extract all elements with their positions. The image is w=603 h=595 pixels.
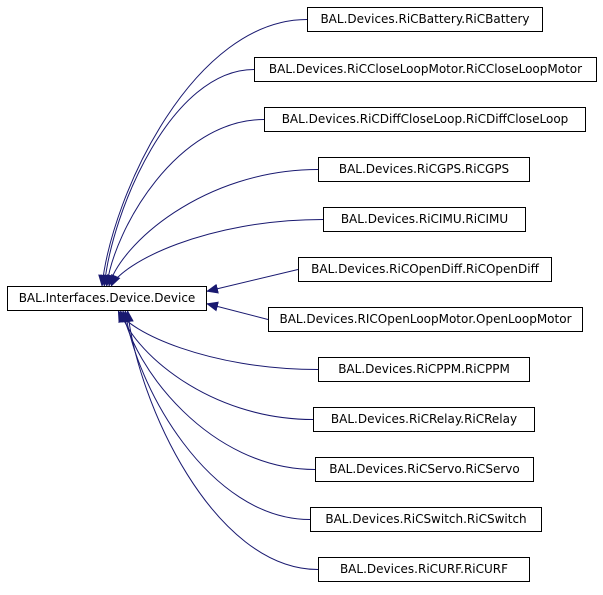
derived-class-node[interactable]: BAL.Devices.RiCRelay.RiCRelay: [313, 407, 535, 432]
derived-class-node[interactable]: BAL.Devices.RiCDiffCloseLoop.RiCDiffClos…: [264, 107, 586, 132]
inheritance-arrow: [98, 19, 308, 287]
derived-class-node[interactable]: BAL.Devices.RiCOpenDiff.RiCOpenDiff: [298, 257, 552, 282]
derived-class-node[interactable]: BAL.Devices.RiCGPS.RiCGPS: [318, 157, 530, 182]
derived-class-node[interactable]: BAL.Devices.RiCURF.RiCURF: [318, 557, 530, 582]
derived-class-node[interactable]: BAL.Devices.RiCPPM.RiCPPM: [318, 357, 530, 382]
derived-class-node[interactable]: BAL.Devices.RiCSwitch.RiCSwitch: [310, 507, 542, 532]
derived-class-label: BAL.Devices.RiCServo.RiCServo: [329, 462, 520, 476]
inheritance-arrow: [206, 301, 269, 320]
derived-class-node[interactable]: BAL.Devices.RiCServo.RiCServo: [315, 457, 534, 482]
inheritance-arrow: [121, 310, 311, 520]
derived-class-label: BAL.Devices.RiCRelay.RiCRelay: [330, 412, 518, 426]
derived-class-label: BAL.Devices.RiCURF.RiCURF: [339, 562, 509, 576]
derived-class-label: BAL.Devices.RiCIMU.RiCIMU: [340, 212, 509, 226]
base-class-label: BAL.Interfaces.Device.Device: [18, 291, 196, 305]
derived-class-label: BAL.Devices.RiCPPM.RiCPPM: [338, 362, 510, 376]
derived-class-label: BAL.Devices.RiCGPS.RiCGPS: [338, 162, 510, 176]
derived-class-node[interactable]: BAL.Devices.RICOpenLoopMotor.OpenLoopMot…: [268, 307, 583, 332]
base-class-node[interactable]: BAL.Interfaces.Device.Device: [7, 286, 207, 311]
derived-class-node[interactable]: BAL.Devices.RiCBattery.RiCBattery: [307, 7, 543, 32]
derived-class-label: BAL.Devices.RiCBattery.RiCBattery: [320, 12, 530, 26]
derived-class-label: BAL.Devices.RiCDiffCloseLoop.RiCDiffClos…: [281, 112, 569, 126]
derived-class-node[interactable]: BAL.Devices.RiCIMU.RiCIMU: [323, 207, 526, 232]
derived-class-label: BAL.Devices.RiCOpenDiff.RiCOpenDiff: [311, 262, 539, 276]
inheritance-arrow: [100, 69, 255, 287]
derived-class-label: BAL.Devices.RiCCloseLoopMotor.RiCCloseLo…: [268, 62, 583, 76]
inheritance-arrow: [110, 219, 324, 287]
inheritance-arrow: [119, 310, 316, 470]
inheritance-arrow: [206, 269, 299, 294]
inheritance-arrow: [106, 169, 319, 287]
derived-class-node[interactable]: BAL.Devices.RiCCloseLoopMotor.RiCCloseLo…: [254, 57, 597, 82]
derived-class-label: BAL.Devices.RICOpenLoopMotor.OpenLoopMot…: [279, 312, 572, 326]
inheritance-arrow: [123, 310, 319, 570]
inheritance-arrow: [103, 119, 265, 287]
derived-class-label: BAL.Devices.RiCSwitch.RiCSwitch: [325, 512, 527, 526]
